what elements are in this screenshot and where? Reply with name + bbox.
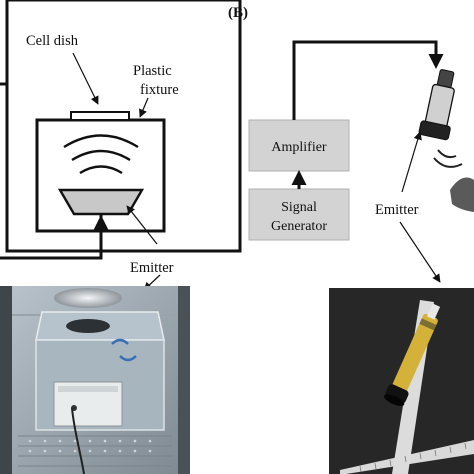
label-emitter-b: Emitter (375, 202, 419, 218)
label-cell-dish: Cell dish (26, 33, 79, 49)
ultrasound-waves (64, 136, 138, 174)
transducer-waves (434, 150, 462, 167)
panel-a-schematic: Cell dish Plastic fixture Emitter (0, 0, 240, 290)
panel-label-b: (B) (228, 5, 248, 21)
label-emitter-a: Emitter (130, 260, 174, 276)
panel-a-photo (0, 286, 190, 474)
connection-wire (294, 42, 436, 120)
transducer-probe-icon (419, 68, 462, 141)
mouse-silhouette (450, 178, 474, 212)
cell-dish (71, 112, 129, 120)
signal-generator-label-2: Generator (271, 219, 327, 234)
amplifier-label: Amplifier (271, 140, 327, 155)
label-plastic: Plastic (133, 63, 172, 79)
signal-generator-label-1: Signal (281, 200, 317, 215)
panel-b-photo (329, 288, 474, 474)
emitter-trapezoid (60, 190, 142, 214)
label-fixture: fixture (140, 82, 179, 98)
panel-b-schematic: (B) Amplifier Signal Generator Emitter (228, 5, 474, 282)
